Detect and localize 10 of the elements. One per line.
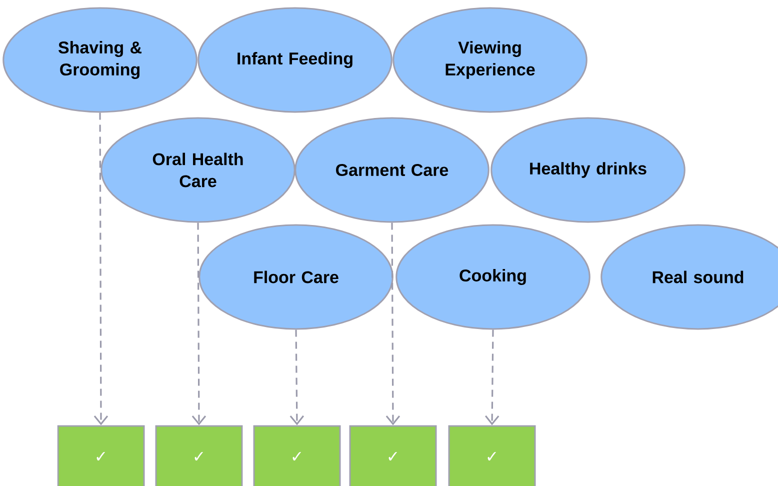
dashed-arrow bbox=[192, 222, 206, 426]
check-box: ✓ bbox=[155, 425, 243, 486]
check-box: ✓ bbox=[253, 425, 341, 486]
dashed-arrow bbox=[386, 222, 400, 426]
check-box: ✓ bbox=[349, 425, 437, 486]
check-box: ✓ bbox=[57, 425, 145, 486]
dashed-arrow bbox=[484, 330, 500, 426]
check-box: ✓ bbox=[448, 425, 536, 486]
dashed-arrow bbox=[94, 112, 108, 426]
dashed-arrow bbox=[290, 330, 304, 426]
